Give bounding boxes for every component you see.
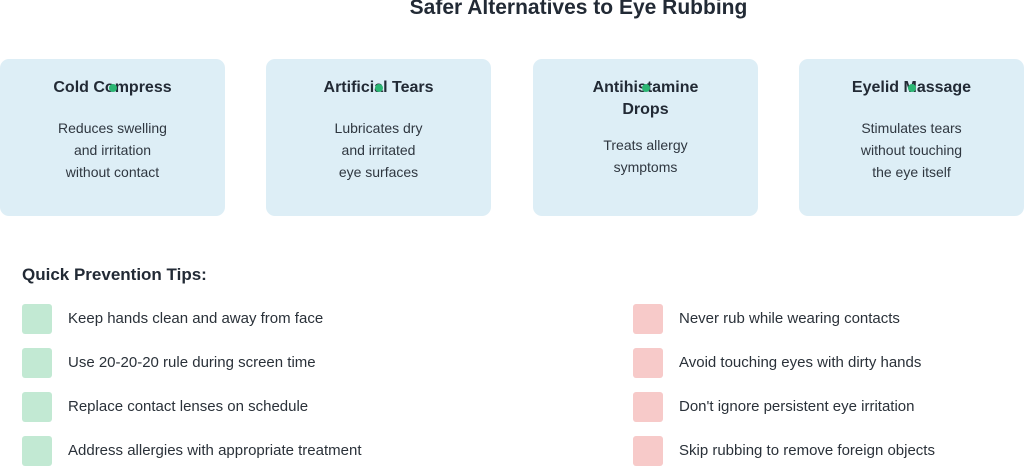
tip-text: Address allergies with appropriate treat… [68, 442, 362, 459]
tip-text: Replace contact lenses on schedule [68, 398, 309, 415]
card-description: Lubricates dry and irritated eye surface… [278, 117, 479, 183]
card-description-line: Stimulates tears [861, 120, 962, 136]
card-description-line: Reduces swelling [58, 120, 167, 136]
marker-dot-icon [109, 84, 117, 92]
card-description: Reduces swelling and irritation without … [12, 117, 213, 183]
card-description-line: without contact [65, 164, 160, 180]
tip-text: Skip rubbing to remove foreign objects [679, 442, 935, 459]
card-eyelid-massage: Eyelid Massage Stimulates tears without … [799, 59, 1024, 216]
dont-swatch-icon [633, 392, 663, 422]
card-description-line: eye surfaces [338, 164, 419, 180]
dont-swatch-icon [633, 436, 663, 466]
card-description-line: Lubricates dry [334, 120, 423, 136]
card-description-line: and irritated [341, 142, 416, 158]
do-swatch-icon [22, 304, 52, 334]
card-antihistamine-drops: Antihistamine Drops Treats allergy sympt… [533, 59, 758, 216]
tip-text: Never rub while wearing contacts [679, 310, 900, 327]
card-cold-compress: Cold Compress Reduces swelling and irrit… [0, 59, 225, 216]
do-swatch-icon [22, 436, 52, 466]
card-description-line: and irritation [73, 142, 152, 158]
card-description: Treats allergy symptoms [545, 134, 746, 178]
card-description-line: without touching [860, 142, 963, 158]
card-description-line: the eye itself [872, 164, 951, 180]
do-swatch-icon [22, 392, 52, 422]
marker-dot-icon [375, 84, 383, 92]
card-description-line: Treats allergy [603, 137, 688, 153]
dont-swatch-icon [633, 348, 663, 378]
do-swatch-icon [22, 348, 52, 378]
dont-swatch-icon [633, 304, 663, 334]
marker-dot-icon [908, 84, 916, 92]
marker-dot-icon [642, 84, 650, 92]
diagram-title: Safer Alternatives to Eye Rubbing [409, 0, 748, 19]
card-description: Stimulates tears without touching the ey… [811, 117, 1012, 183]
tip-text: Use 20-20-20 rule during screen time [68, 354, 316, 371]
tip-text: Don't ignore persistent eye irritation [679, 398, 915, 415]
card-artificial-tears: Artificial Tears Lubricates dry and irri… [266, 59, 491, 216]
tips-heading: Quick Prevention Tips: [22, 265, 207, 284]
tip-text: Keep hands clean and away from face [68, 310, 324, 327]
card-description-line: symptoms [613, 159, 678, 175]
tip-text: Avoid touching eyes with dirty hands [679, 354, 922, 371]
